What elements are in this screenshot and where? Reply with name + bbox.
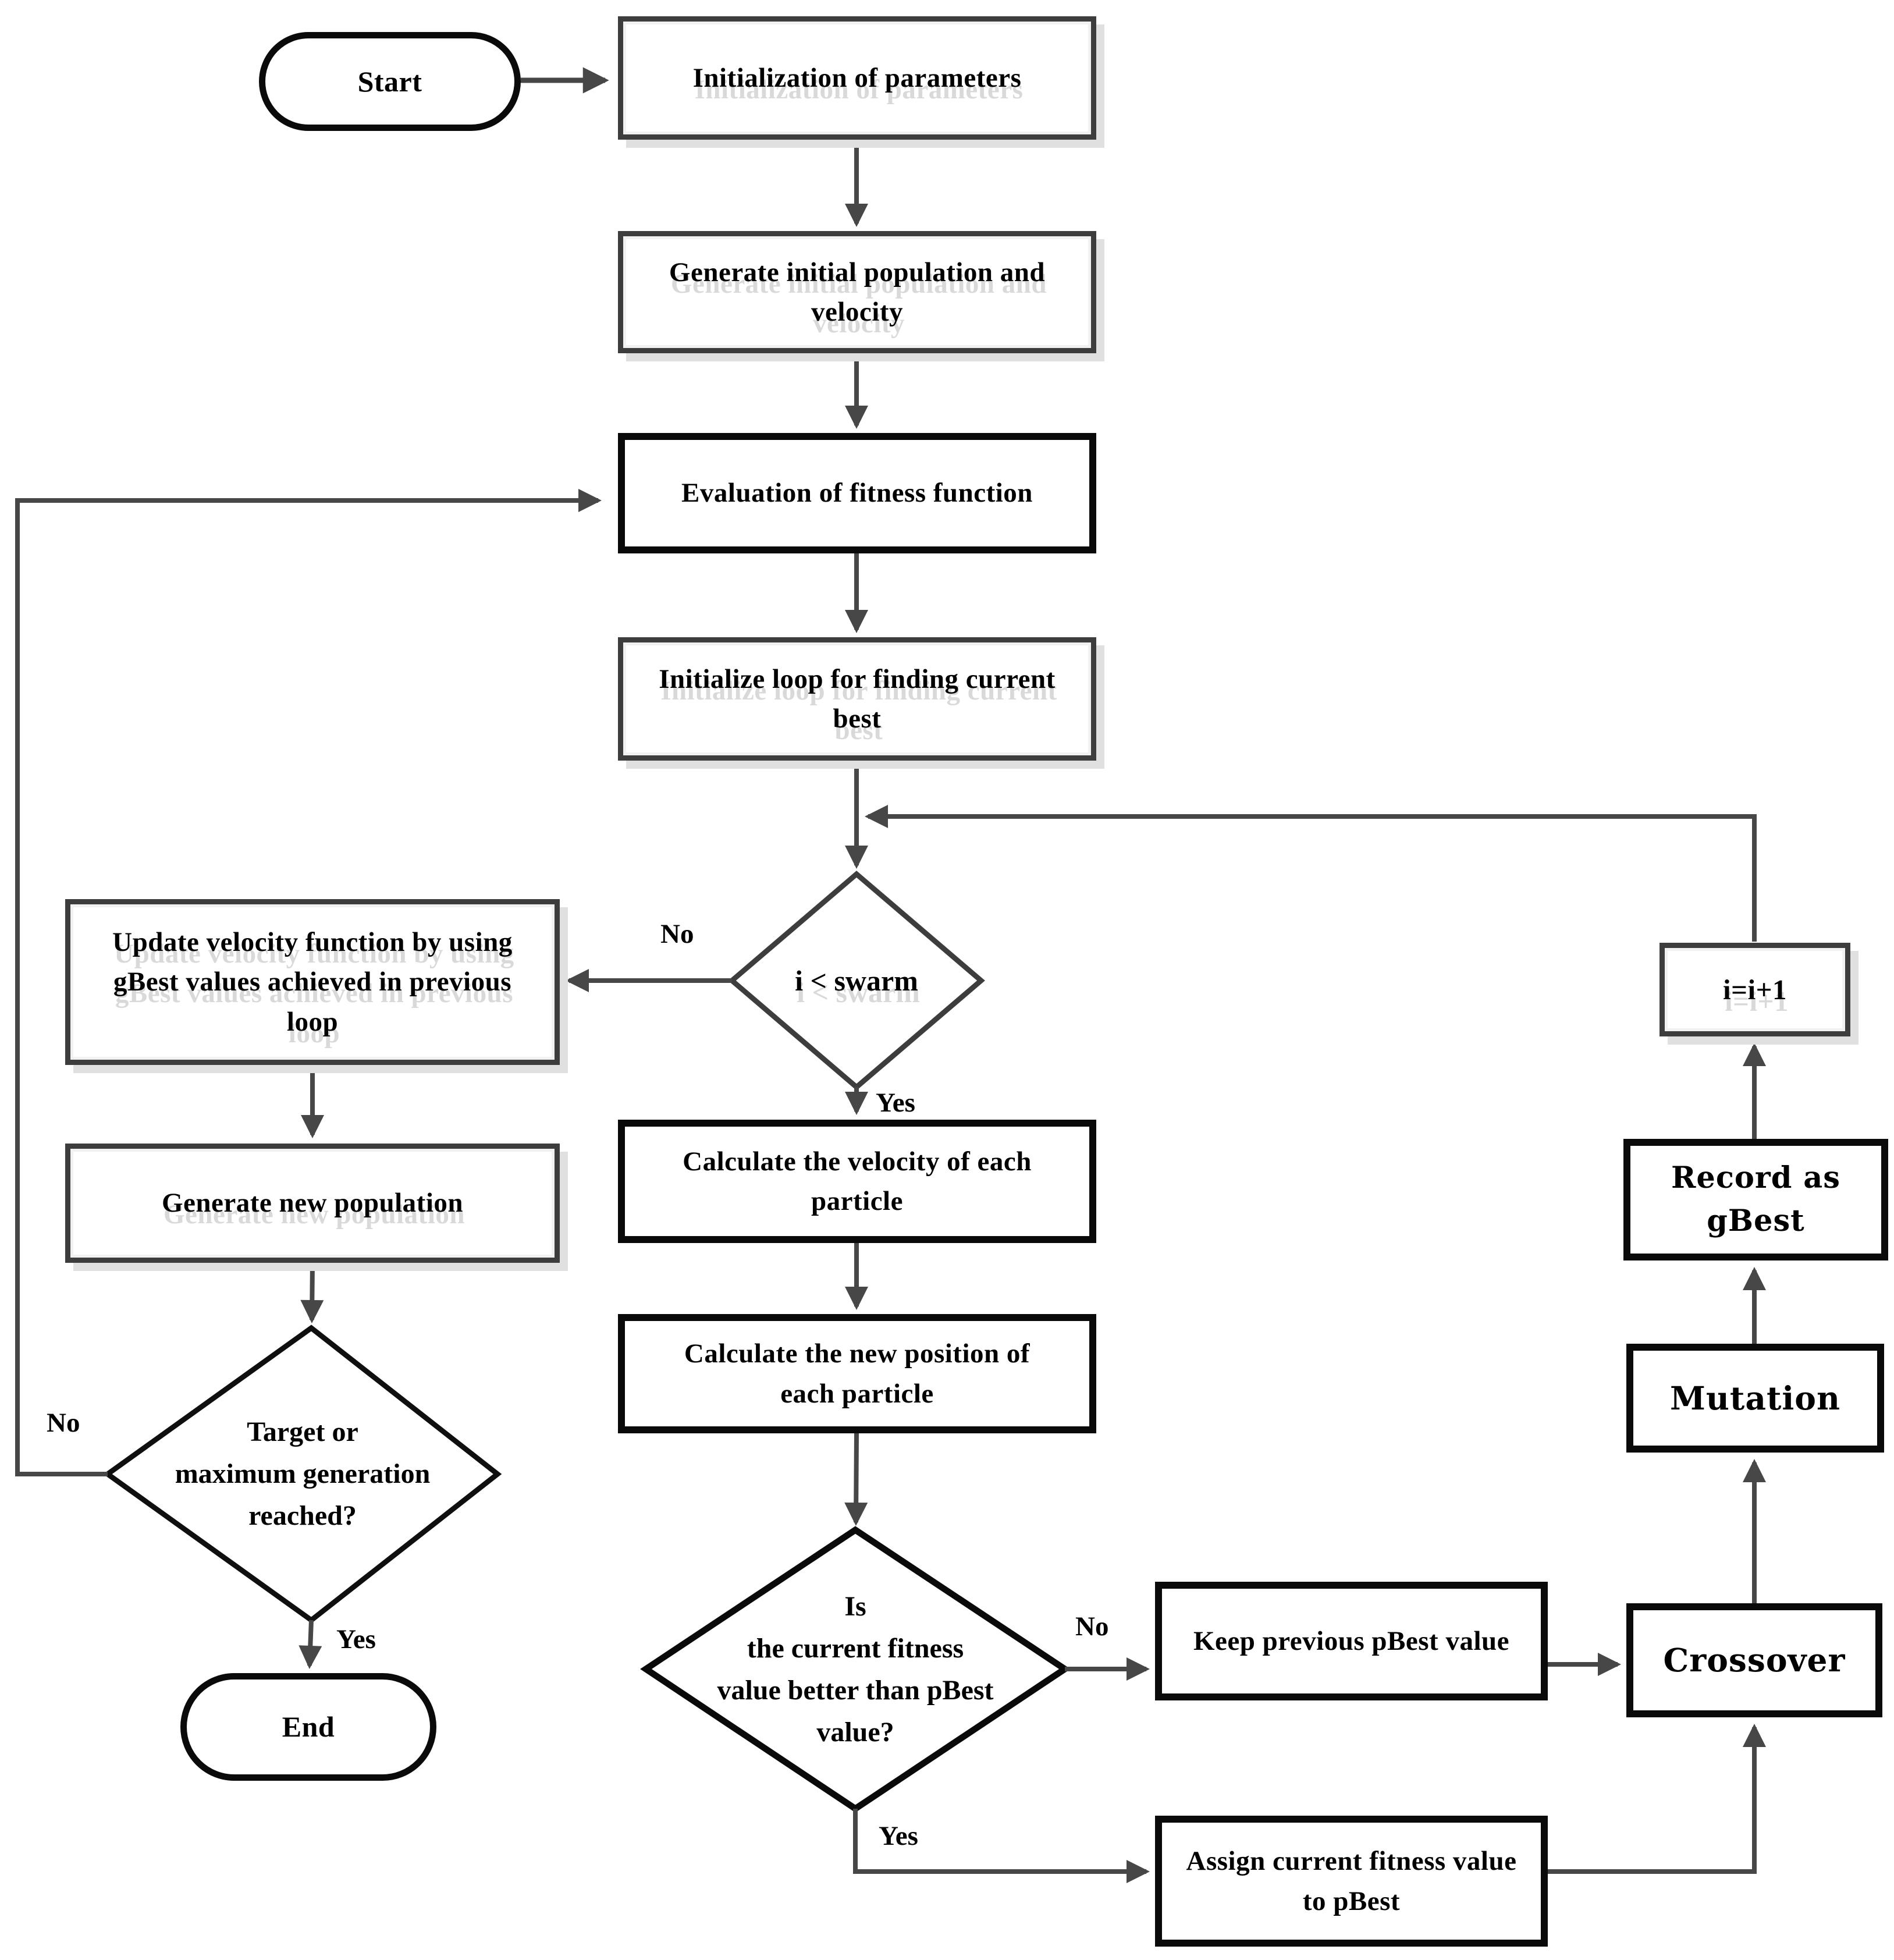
node-record-gbest: Record as gBest: [1623, 1139, 1888, 1260]
node-end-label: End: [282, 1710, 335, 1744]
edge-calcpos-to-diamond2: [844, 1433, 868, 1526]
edge-target-no-loop: [15, 489, 602, 1476]
node-fitness-better: Is the current fitness value better than…: [646, 1530, 1065, 1809]
node-eval-fitness: Evaluation of fitness function: [618, 433, 1096, 553]
node-init-params: Initialization of parameters: [618, 16, 1096, 140]
node-calc-velocity: Calculate the velocity of each particle: [618, 1120, 1096, 1243]
node-crossover-label: Crossover: [1663, 1641, 1846, 1680]
node-assign-pbest: Assign current fitness value to pBest: [1155, 1816, 1548, 1947]
node-calc-velocity-label: Calculate the velocity of each particle: [683, 1146, 1032, 1216]
node-update-velocity-label: Update velocity function by using gBest …: [112, 927, 513, 1037]
edge-label-i-lt-swarm-yes: Yes: [876, 1088, 915, 1118]
edge-diamond2-yes: [853, 1809, 1150, 1883]
node-calc-position: Calculate the new position of each parti…: [618, 1314, 1096, 1433]
node-mutation: Mutation: [1626, 1344, 1884, 1453]
edge-target-yes: [299, 1620, 322, 1669]
node-update-velocity: Update velocity function by using gBest …: [65, 899, 560, 1065]
edge-iplus1-return: [865, 805, 1757, 942]
node-keep-pbest-label: Keep previous pBest value: [1193, 1625, 1510, 1656]
node-keep-pbest: Keep previous pBest value: [1155, 1582, 1548, 1700]
node-target-reached: Target or maximum generation reached?: [108, 1328, 498, 1620]
node-end: End: [180, 1673, 436, 1781]
node-i-plus-1-label: i=i+1: [1722, 973, 1788, 1006]
node-record-gbest-label: Record as gBest: [1671, 1160, 1840, 1238]
edge-label-fitness-yes: Yes: [879, 1821, 918, 1851]
edge-label-i-lt-swarm-no: No: [660, 919, 694, 949]
node-gen-init-pop-label: Generate initial population and velocity: [669, 257, 1046, 327]
node-target-reached-label: Target or maximum generation reached?: [175, 1416, 431, 1531]
node-mutation-label: Mutation: [1670, 1379, 1840, 1417]
edge-label-fitness-no: No: [1075, 1611, 1109, 1642]
node-i-plus-1: i=i+1: [1660, 943, 1850, 1036]
node-start-label: Start: [357, 65, 422, 98]
node-fitness-better-label: Is the current fitness value better than…: [717, 1590, 994, 1748]
edge-label-target-no: No: [47, 1408, 80, 1438]
node-init-loop: Initialize loop for finding current best: [618, 637, 1096, 761]
node-i-lt-swarm-label: i < swarm: [795, 964, 918, 997]
node-gen-init-pop: Generate initial population and velocity: [618, 231, 1096, 353]
node-calc-position-label: Calculate the new position of each parti…: [684, 1338, 1030, 1409]
node-i-lt-swarm: i < swarm: [732, 874, 981, 1087]
edge-label-target-yes: Yes: [336, 1624, 376, 1654]
node-start: Start: [259, 32, 521, 131]
node-crossover: Crossover: [1626, 1603, 1882, 1717]
node-init-params-label: Initialization of parameters: [692, 62, 1022, 93]
node-eval-fitness-label: Evaluation of fitness function: [681, 478, 1033, 509]
node-gen-new-pop-label: Generate new population: [161, 1188, 464, 1219]
edge-assign-to-crossover: [1548, 1724, 1766, 1874]
node-init-loop-label: Initialize loop for finding current best: [659, 663, 1056, 734]
node-gen-new-pop: Generate new population: [65, 1144, 560, 1263]
node-assign-pbest-label: Assign current fitness value to pBest: [1186, 1846, 1517, 1916]
